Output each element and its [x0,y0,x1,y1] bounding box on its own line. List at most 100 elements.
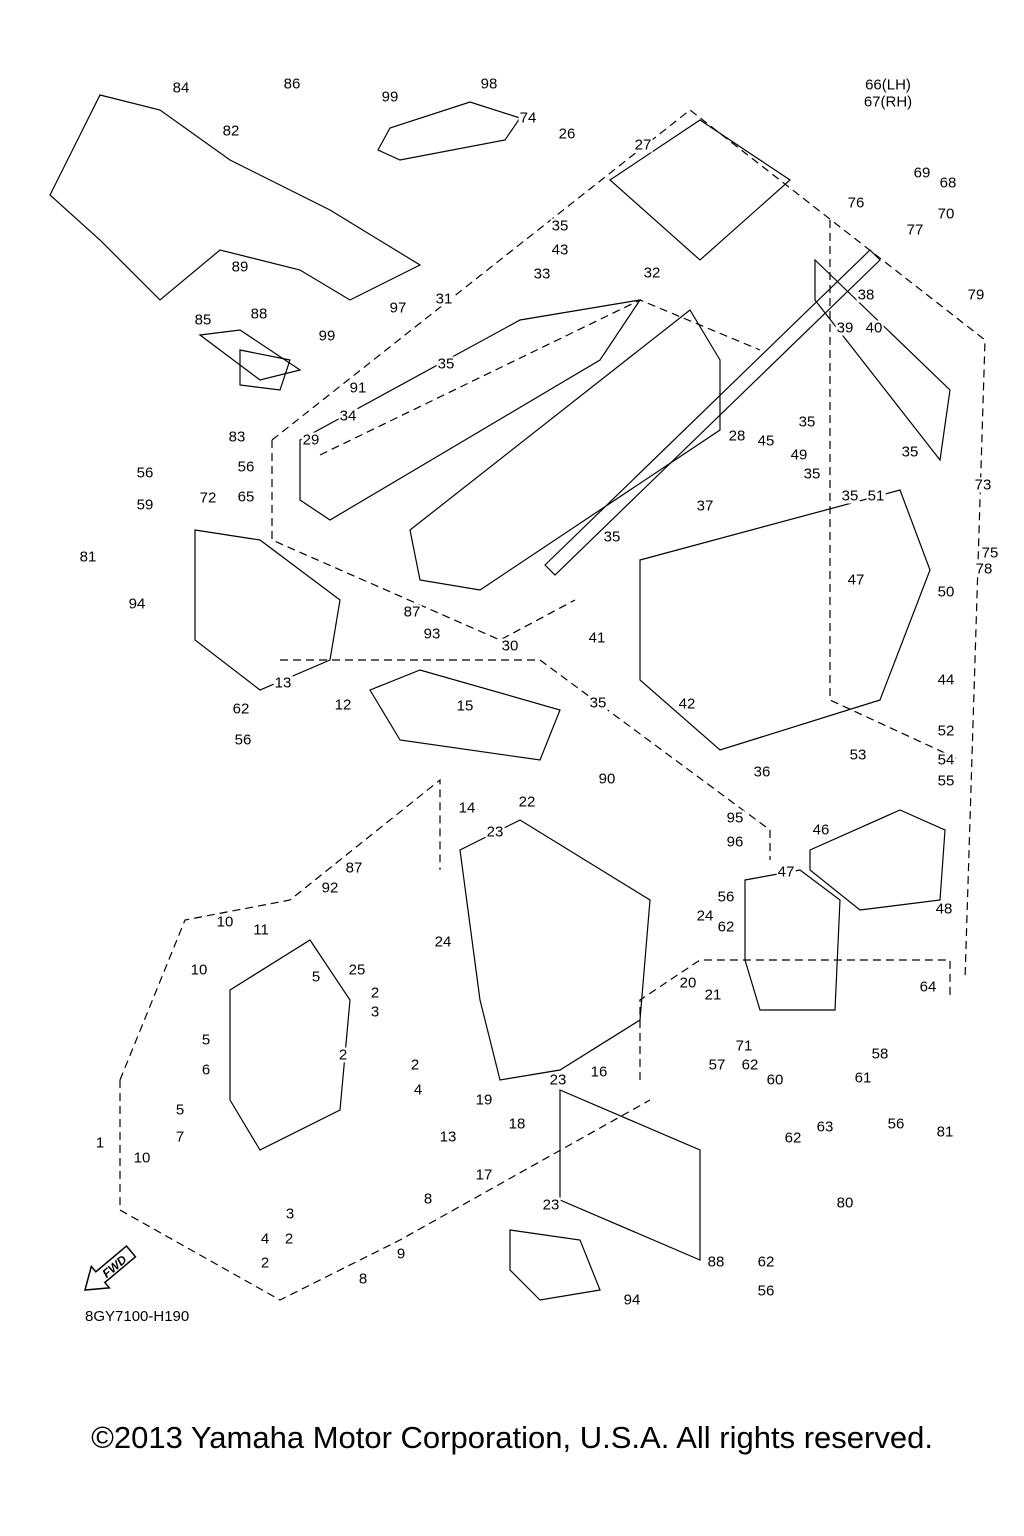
callout-label: 23 [541,1196,561,1214]
tunnel [639,489,931,751]
callout-label: 87 [344,859,364,877]
callout-label: 60 [765,1071,785,1089]
callout-label: 16 [589,1063,609,1081]
callout-label: 30 [500,637,520,655]
callout-label: 91 [348,379,368,397]
rear-bumper [814,258,951,462]
callout-label: 32 [642,264,662,282]
callout-label: 22 [517,793,537,811]
callout-label: 36 [752,763,772,781]
chassis-center [369,669,561,761]
callout-label: 9 [395,1245,407,1263]
callout-label: 85 [193,311,213,329]
callout-label: 21 [703,986,723,1004]
callout-label: 70 [936,205,956,223]
callout-label: 95 [725,809,745,827]
callout-label: 59 [135,496,155,514]
slide-rail [544,249,881,576]
front-frame [229,939,351,1151]
rail-bracket [609,119,791,261]
callout-label: 2 [283,1230,295,1248]
callout-label: 99 [380,88,400,106]
callout-label: 81 [78,548,98,566]
callout-label: 47 [846,571,866,589]
callout-label: 78 [974,560,994,578]
callout-label: 92 [320,879,340,897]
callout-label: 66(LH) [864,76,912,94]
callout-label: 10 [189,961,209,979]
callout-label: 40 [864,319,884,337]
callout-label: 86 [282,75,302,93]
callout-label: 73 [973,476,993,494]
callout-label: 94 [622,1291,642,1309]
callout-label: 74 [518,109,538,127]
callout-label: 24 [433,933,453,951]
callout-label: 97 [388,299,408,317]
callout-label: 18 [507,1115,527,1133]
callout-label: 15 [455,697,475,715]
callout-label: 83 [227,428,247,446]
callout-label: 72 [198,489,218,507]
callout-label: 35 [602,528,622,546]
callout-label: 20 [678,974,698,992]
callout-label: 56 [135,464,155,482]
side-frame [299,299,642,521]
callout-label: 2 [259,1254,271,1272]
callout-label: 4 [412,1081,424,1099]
callout-label: 35 [802,465,822,483]
callout-label: 3 [369,1003,381,1021]
callout-label: 79 [966,286,986,304]
callout-label: 2 [337,1046,349,1064]
callout-label: 54 [936,751,956,769]
callout-label: 13 [273,674,293,692]
callout-label: 27 [633,136,653,154]
callout-label: 23 [548,1071,568,1089]
callout-label: 62 [231,700,251,718]
callout-label: 47 [776,863,796,881]
callout-label: 56 [233,731,253,749]
callout-label: 48 [934,900,954,918]
callout-label: 35 [900,443,920,461]
callout-label: 50 [936,583,956,601]
callout-label: 88 [249,305,269,323]
callout-label: 75 [980,544,1000,562]
callout-label: 26 [557,125,577,143]
callout-label: 6 [200,1061,212,1079]
callout-label: 35 [588,694,608,712]
callout-label: 64 [918,978,938,996]
heat-exchanger [559,1089,701,1261]
callout-label: 45 [756,432,776,450]
main-frame [409,309,721,591]
callout-label: 93 [422,625,442,643]
callout-label: 35 [436,355,456,373]
rear-bracket [744,869,841,1011]
callout-label: 4 [259,1230,271,1248]
callout-label: 89 [230,258,250,276]
callout-label: 67(RH) [862,93,914,111]
callout-label: 14 [457,799,477,817]
callout-label: 31 [434,290,454,308]
callout-label: 65 [236,488,256,506]
callout-label: 34 [338,407,358,425]
callout-label: 62 [716,918,736,936]
callout-label: 98 [479,75,499,93]
callout-label: 55 [936,772,956,790]
cover-plate [377,101,521,161]
callout-label: 88 [706,1253,726,1271]
callout-label: 41 [587,629,607,647]
callout-label: 52 [936,722,956,740]
callout-label: 61 [853,1069,873,1087]
front-bracket [194,529,341,691]
callout-label: 11 [252,921,270,939]
callout-label: 82 [221,122,241,140]
callout-label: 1 [94,1134,106,1152]
callout-label: 71 [734,1037,754,1055]
callout-label: 10 [132,1149,152,1167]
callout-label: 19 [474,1091,494,1109]
callout-label: 62 [756,1253,776,1271]
callout-label: 51 [866,487,886,505]
callout-label: 13 [438,1128,458,1146]
callout-label: 46 [811,821,831,839]
callout-label: 39 [835,319,855,337]
callout-label: 44 [936,671,956,689]
